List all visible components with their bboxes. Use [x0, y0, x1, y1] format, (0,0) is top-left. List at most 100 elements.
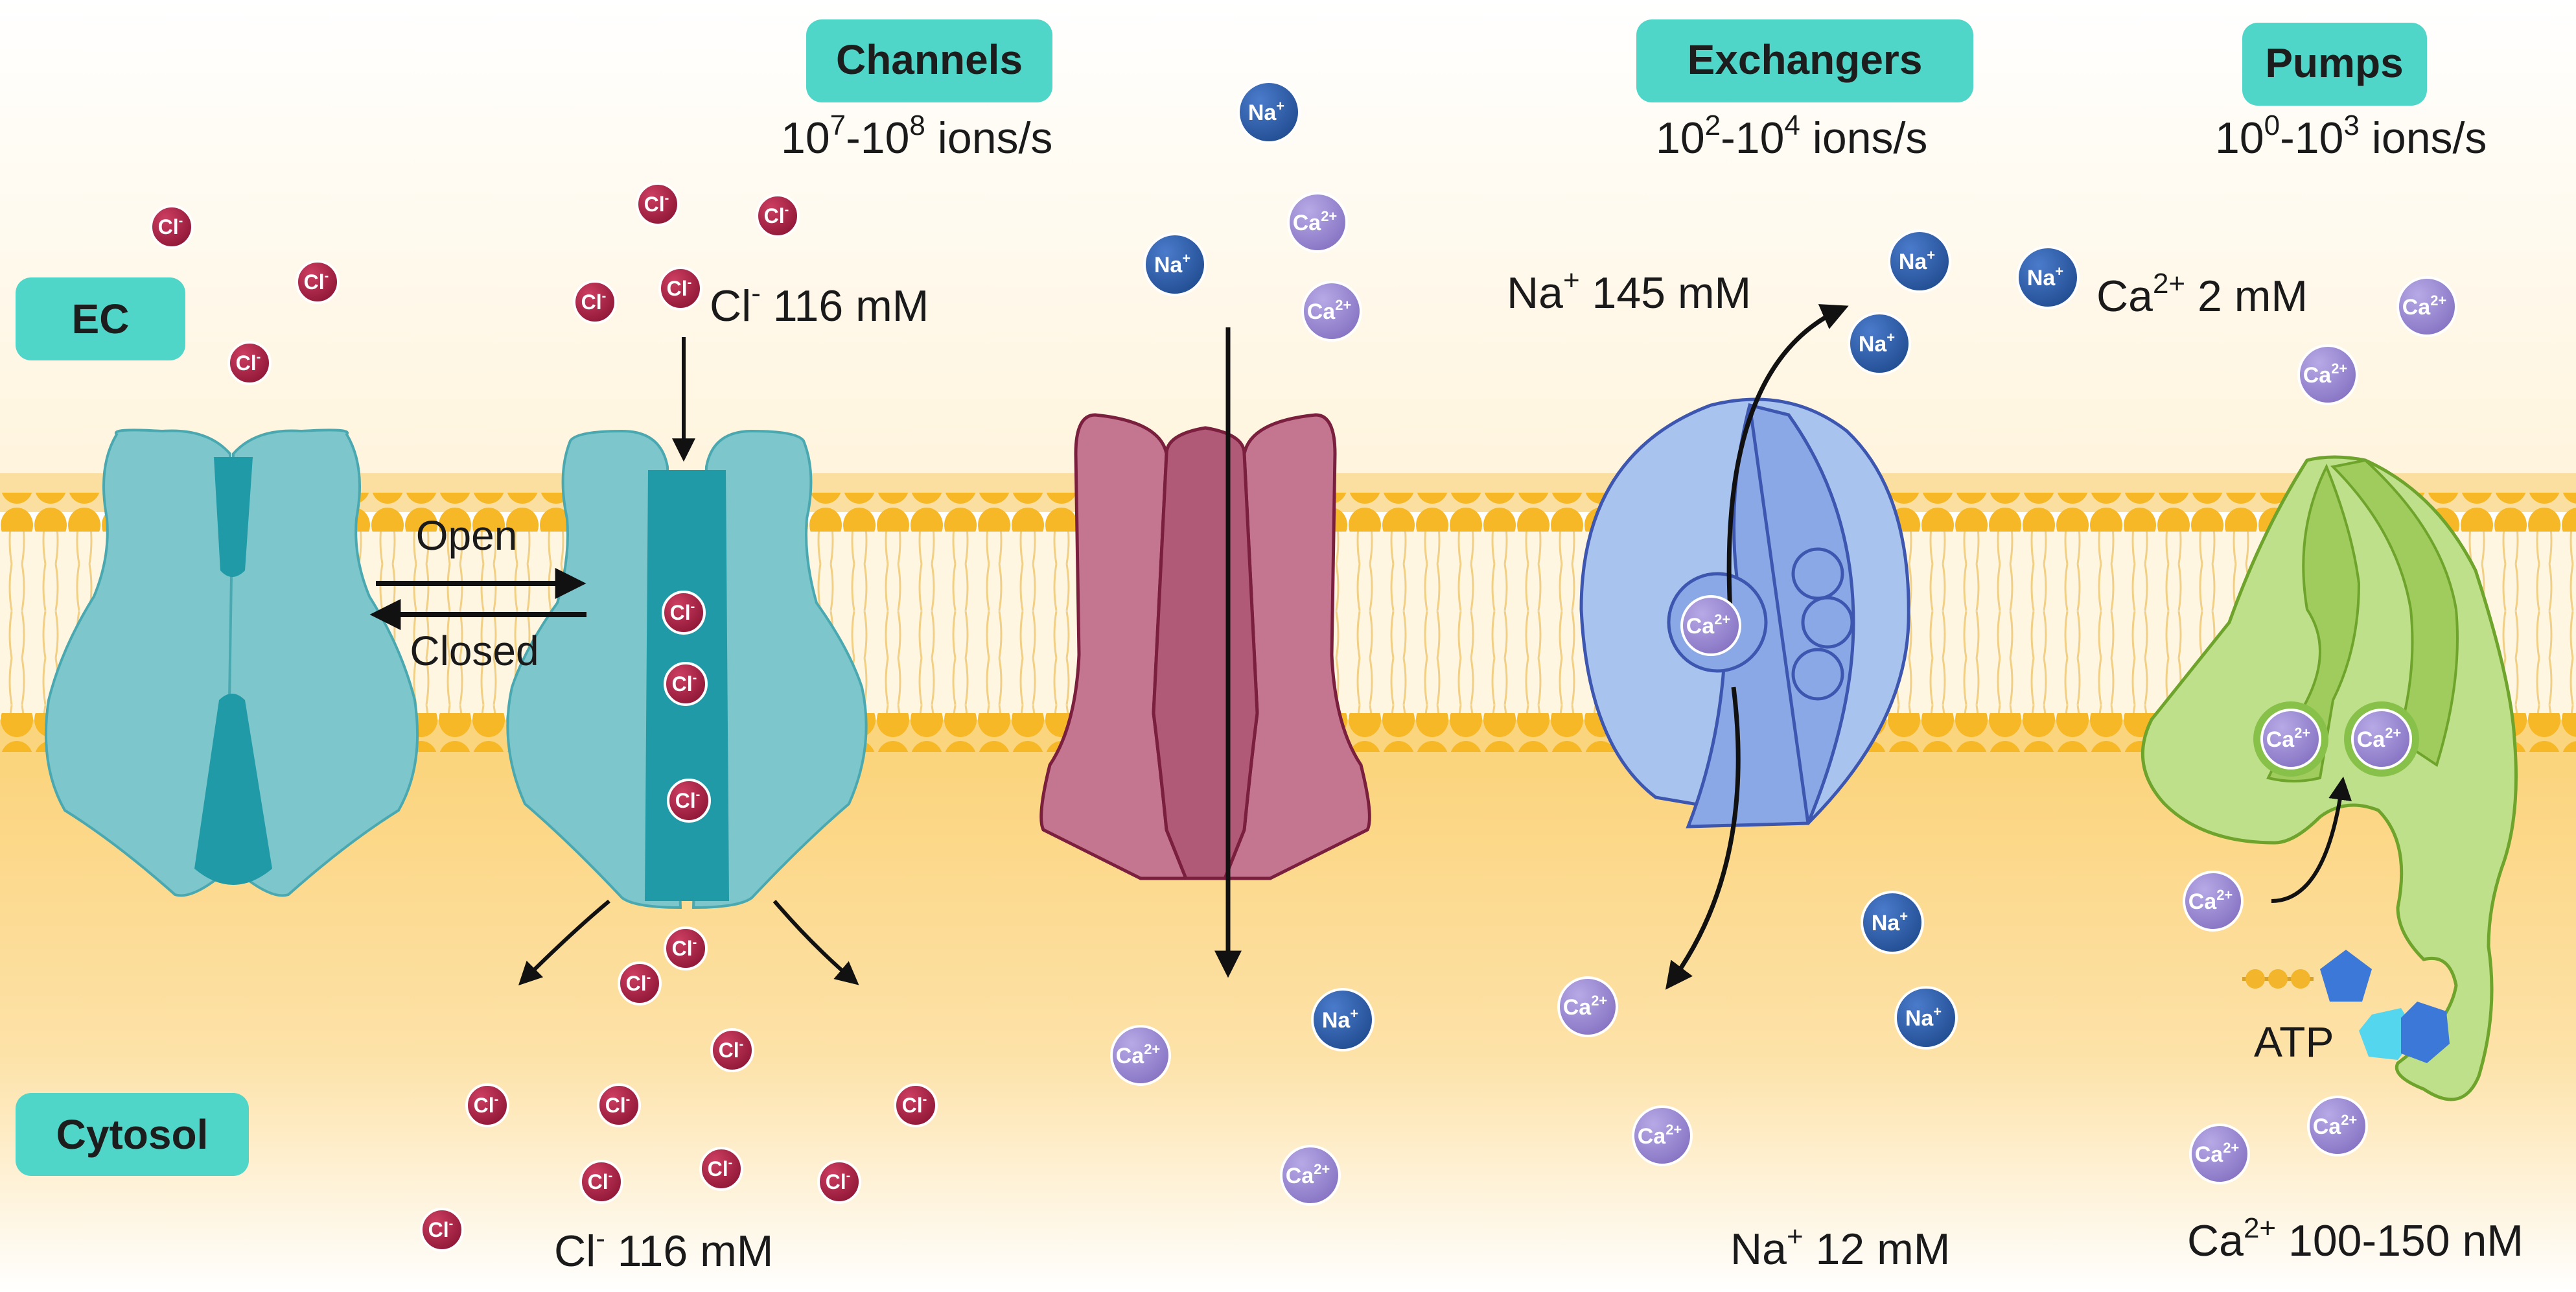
atp-molecule [2242, 950, 2450, 1063]
sodium-ion: Na+ [1888, 229, 1951, 293]
svg-text:Na+: Na+ [1154, 250, 1190, 277]
chloride-ion: Cl- [227, 341, 272, 385]
svg-text:Cl-: Cl- [672, 671, 697, 696]
svg-text:Ca2+: Ca2+ [1286, 1161, 1330, 1188]
svg-text:Cl-: Cl- [588, 1169, 613, 1193]
svg-text:Cl-: Cl- [236, 350, 261, 375]
sodium-channel [1039, 413, 1371, 880]
chloride-ion: Cl- [664, 926, 708, 970]
svg-text:Cl-: Cl- [304, 269, 329, 294]
calcium-ion: Ca2+ [2260, 709, 2321, 769]
calcium-ion: Ca2+ [1557, 976, 1618, 1037]
exchangers-rate: 102-104 ions/s [1656, 110, 1927, 163]
chloride-cytosol-concentration: Cl- 116 mM [554, 1223, 773, 1276]
svg-text:Cl-: Cl- [158, 214, 183, 239]
cytosol-label: Cytosol [56, 1111, 209, 1158]
channels-label: Channels [836, 36, 1023, 83]
sodium-ion: Na+ [1861, 891, 1924, 954]
calcium-extracellular-concentration: Ca2+ 2 mM [2096, 268, 2308, 321]
chloride-extracellular-concentration: Cl- 116 mM [710, 277, 929, 331]
svg-text:Cl-: Cl- [675, 788, 701, 812]
svg-text:Ca2+: Ca2+ [2313, 1112, 2358, 1139]
chloride-ion: Cl- [664, 662, 708, 706]
calcium-ion: Ca2+ [2189, 1123, 2250, 1184]
calcium-ion: Ca2+ [2183, 871, 2244, 932]
pumps-label-box: Pumps [2242, 23, 2427, 106]
calcium-ion: Ca2+ [2297, 344, 2358, 405]
svg-text:Cl-: Cl- [581, 289, 607, 314]
atp-label: ATP [2254, 1018, 2334, 1066]
pumps-label: Pumps [2265, 40, 2403, 86]
svg-text:Ca2+: Ca2+ [1563, 992, 1608, 1020]
chloride-ion: Cl- [636, 182, 680, 226]
chloride-ion: Cl- [817, 1160, 861, 1204]
exchangers-label: Exchangers [1688, 36, 1923, 83]
svg-text:Cl-: Cl- [902, 1092, 927, 1117]
channels-rate: 107-108 ions/s [781, 110, 1052, 163]
ec-label-box: EC [16, 277, 185, 360]
transport-arrows [369, 304, 2352, 990]
calcium-ion: Ca2+ [1301, 281, 1362, 342]
svg-text:Cl-: Cl- [826, 1169, 851, 1193]
sodium-cytosol-concentration: Na+ 12 mM [1730, 1221, 1950, 1274]
svg-text:Na+: Na+ [2027, 263, 2063, 290]
sodium-ion: Na+ [1848, 312, 1911, 375]
chloride-channel-closed [44, 429, 419, 897]
svg-text:Cl-: Cl- [708, 1156, 733, 1180]
channels-label-box: Channels [806, 19, 1052, 102]
calcium-ion: Ca2+ [1632, 1105, 1693, 1166]
chloride-ion: Cl- [658, 266, 702, 311]
svg-text:Cl-: Cl- [719, 1037, 744, 1062]
chloride-ion: Cl- [618, 961, 662, 1005]
svg-text:Cl-: Cl- [474, 1092, 499, 1117]
sodium-extracellular-concentration: Na+ 145 mM [1507, 264, 1751, 318]
sodium-ion: Na+ [1311, 988, 1375, 1051]
svg-text:Ca2+: Ca2+ [1293, 208, 1338, 235]
sodium-calcium-exchanger [1579, 397, 1910, 828]
chloride-ion: Cl- [699, 1147, 743, 1191]
chloride-ion: Cl- [710, 1028, 754, 1072]
pumps-rate: 100-103 ions/s [2215, 110, 2487, 163]
calcium-ion: Ca2+ [2396, 276, 2457, 337]
svg-text:Ca2+: Ca2+ [2303, 360, 2348, 388]
svg-text:Ca2+: Ca2+ [2402, 292, 2447, 320]
sodium-ion: Na+ [2016, 246, 2080, 309]
svg-text:Na+: Na+ [1872, 908, 1908, 935]
extracellular-space [0, 0, 2576, 493]
svg-text:Cl-: Cl- [670, 600, 695, 624]
svg-text:Ca2+: Ca2+ [2357, 725, 2402, 752]
cytosol-label-box: Cytosol [16, 1093, 249, 1176]
chloride-ion: Cl- [597, 1083, 641, 1127]
svg-text:Cl-: Cl- [428, 1217, 454, 1241]
chloride-ion: Cl- [465, 1083, 509, 1127]
svg-text:Na+: Na+ [1859, 329, 1895, 357]
svg-text:Na+: Na+ [1248, 98, 1284, 125]
closed-label: Closed [410, 628, 539, 674]
sodium-ion: Na+ [1237, 80, 1301, 144]
open-label: Open [416, 512, 518, 559]
svg-text:Cl-: Cl- [667, 276, 692, 300]
exchangers-label-box: Exchangers [1636, 19, 1973, 102]
chloride-ion: Cl- [667, 779, 711, 823]
svg-text:Cl-: Cl- [605, 1092, 631, 1117]
svg-text:Ca2+: Ca2+ [1638, 1122, 1682, 1149]
chloride-ion: Cl- [420, 1208, 464, 1252]
svg-text:Ca2+: Ca2+ [1116, 1041, 1161, 1068]
chloride-ion: Cl- [894, 1083, 938, 1127]
svg-text:Ca2+: Ca2+ [1307, 297, 1352, 324]
chloride-ion: Cl- [579, 1160, 623, 1204]
svg-text:Na+: Na+ [1905, 1004, 1942, 1031]
sodium-ion: Na+ [1143, 233, 1207, 296]
svg-text:Ca2+: Ca2+ [2195, 1140, 2240, 1167]
chloride-ion: Cl- [296, 260, 340, 304]
calcium-cytosol-concentration: Ca2+ 100-150 nM [2187, 1212, 2524, 1265]
svg-text:Cl-: Cl- [626, 970, 651, 995]
svg-text:Ca2+: Ca2+ [2266, 725, 2311, 752]
chloride-ion: Cl- [150, 205, 194, 249]
calcium-ion: Ca2+ [1110, 1025, 1171, 1086]
ec-label: EC [72, 296, 130, 342]
svg-text:Ca2+: Ca2+ [1686, 611, 1731, 639]
svg-text:Na+: Na+ [1899, 247, 1935, 274]
